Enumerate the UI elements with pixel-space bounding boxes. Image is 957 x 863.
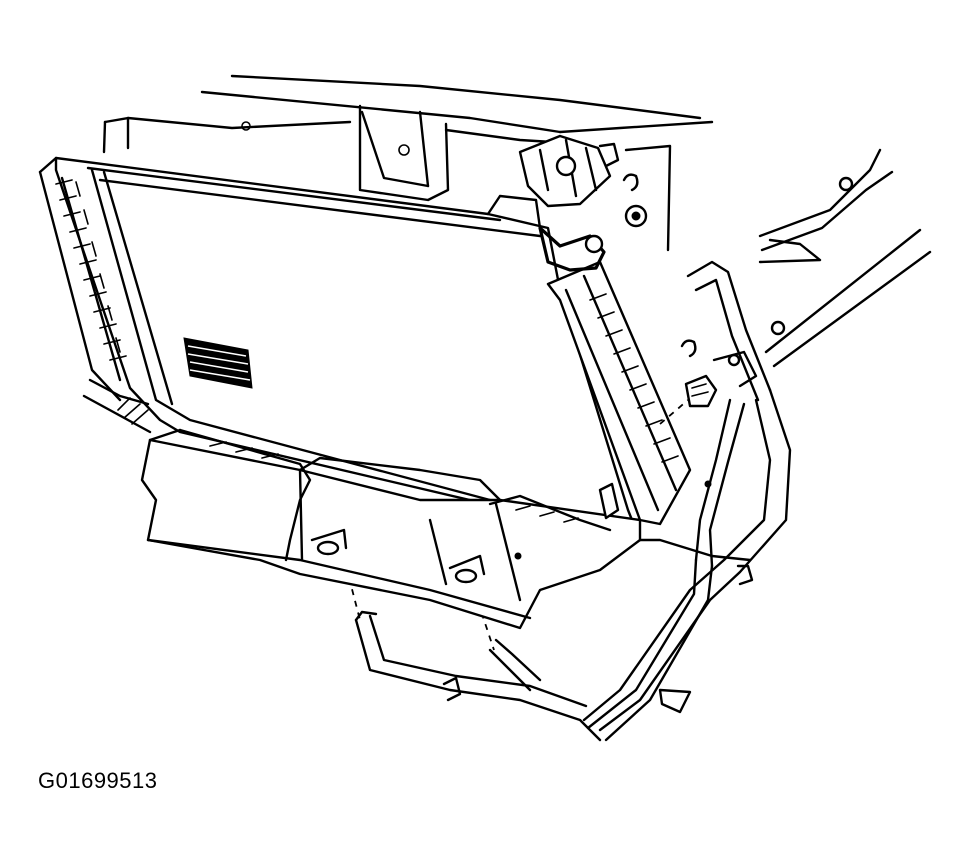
lower-line-run	[345, 565, 602, 742]
condenser-core	[38, 156, 642, 542]
left-frame-rail	[82, 378, 152, 434]
right-tank	[538, 204, 692, 526]
o-ring-upper	[622, 173, 639, 192]
refrigerant-lines	[582, 148, 932, 742]
right-support	[624, 144, 752, 562]
left-tank-fins	[55, 179, 127, 361]
upper-mounting-bracket	[486, 134, 620, 230]
figure-id-label: G01699513	[38, 768, 158, 793]
lower-fitting-nut	[659, 374, 718, 425]
o-ring-lower	[680, 339, 697, 358]
upper-radiator-support	[102, 74, 714, 202]
core-label-plate	[183, 337, 253, 389]
air-deflector	[140, 428, 712, 630]
